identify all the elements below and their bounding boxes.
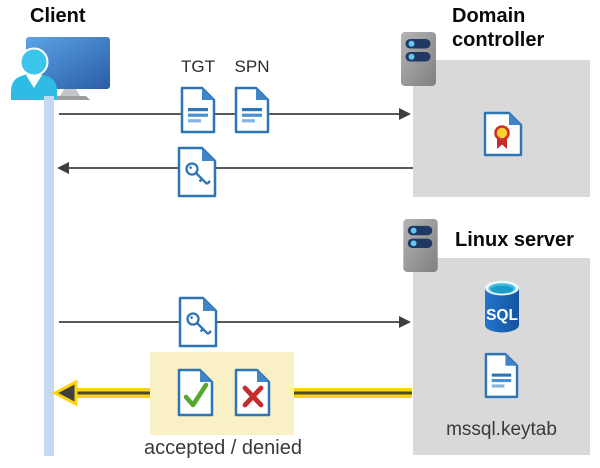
denied-document-icon (234, 368, 271, 417)
arrowhead-right-icon (399, 108, 411, 120)
sql-badge-text: SQL (486, 307, 518, 324)
key-ticket-icon (178, 296, 218, 348)
client-label: Client (30, 5, 86, 27)
domain-controller-server-icon (401, 32, 436, 86)
keytab-document-icon (484, 352, 519, 399)
sql-database-icon: SQL (485, 280, 519, 333)
arrowhead-left-icon (57, 162, 69, 174)
spn-label: SPN (234, 57, 270, 76)
result-highlight-box (150, 352, 294, 435)
linux-server-icon (403, 218, 438, 273)
spn-document-icon (234, 86, 270, 134)
request-line-service (59, 321, 400, 323)
certificate-icon (483, 111, 523, 157)
client-computer-icon (11, 37, 110, 100)
result-arrowhead-left-icon (52, 379, 78, 407)
arrowhead-right-icon (399, 316, 411, 328)
linux-server-label: Linux server (455, 229, 574, 251)
tgt-label: TGT (181, 57, 215, 76)
client-lifeline (44, 96, 54, 456)
tgt-document-icon (180, 86, 216, 134)
key-ticket-icon (177, 146, 217, 198)
result-label: accepted / denied (144, 437, 302, 459)
reply-line-ticket (68, 167, 413, 169)
accepted-document-icon (177, 368, 214, 417)
keytab-label: mssql.keytab (446, 419, 557, 440)
domain-controller-label: Domain controller (452, 5, 545, 51)
request-line-tgt-spn (59, 113, 400, 115)
